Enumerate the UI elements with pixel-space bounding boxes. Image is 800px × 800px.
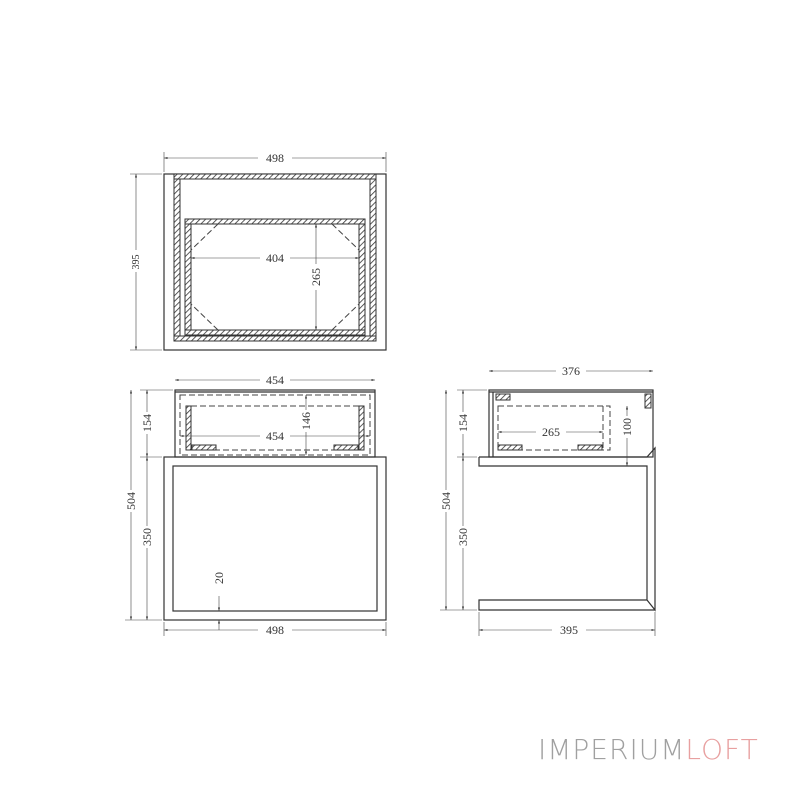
side-drawer-depth-label: 376: [562, 364, 580, 378]
brand-logo-part2: LOFT: [685, 733, 759, 766]
front-drawer-width-label: 454: [266, 373, 284, 387]
top-inner-width-label: 404: [266, 251, 284, 265]
top-view: 498 395 404 265: [128, 150, 387, 351]
side-view: 376 265 100 154 350 504 395: [438, 364, 656, 637]
side-total-depth-label: 395: [560, 623, 578, 637]
side-inner-height-label: 100: [620, 418, 634, 436]
front-bottom-gap-label: 20: [212, 572, 226, 584]
front-inner-width-label: 454: [266, 429, 284, 443]
brand-logo: IMPERIUMLOFT: [538, 733, 759, 766]
front-view: 454 454 146 154 350 504 20 498: [123, 372, 387, 637]
front-total-height-label: 504: [124, 492, 138, 510]
top-inner-depth-label: 265: [309, 268, 323, 286]
front-frame-height-label: 350: [140, 528, 154, 546]
side-inner-depth-label: 265: [542, 425, 560, 439]
front-inner-height-label: 146: [299, 412, 313, 430]
top-depth-label: 395: [131, 255, 142, 270]
side-total-height-label: 504: [439, 492, 453, 510]
front-drawer-height-label: 154: [140, 414, 154, 432]
side-frame-height-label: 350: [456, 528, 470, 546]
brand-logo-part1: IMPERIUM: [538, 733, 686, 766]
side-drawer-height-label: 154: [456, 414, 470, 432]
top-width-label: 498: [266, 151, 284, 165]
front-total-width-label: 498: [266, 623, 284, 637]
